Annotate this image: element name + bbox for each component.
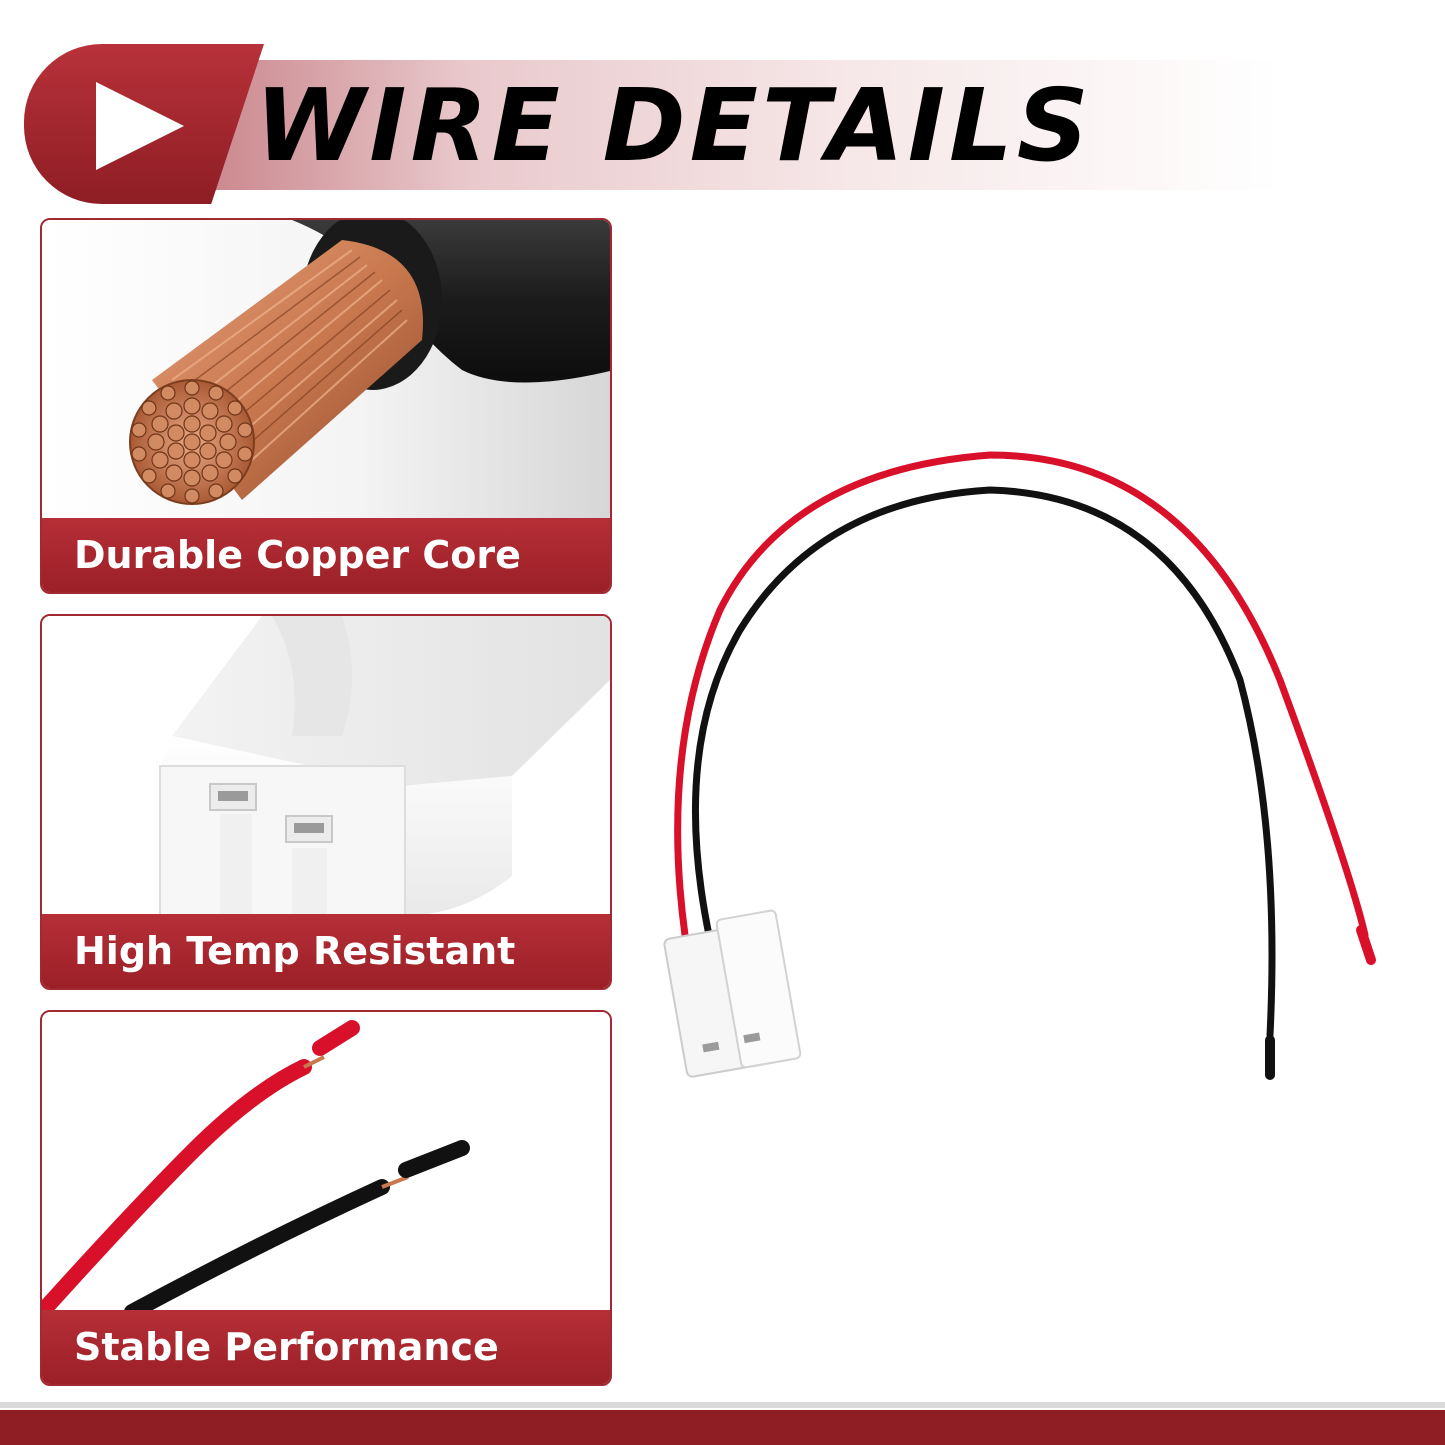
feature-card-performance: Stable Performance: [40, 1010, 612, 1386]
feature-caption: Stable Performance: [42, 1310, 610, 1384]
page-title: WIRE DETAILS: [255, 67, 1093, 184]
play-icon: [96, 82, 184, 170]
header-banner: WIRE DETAILS: [0, 0, 1445, 215]
feature-caption: High Temp Resistant: [42, 914, 610, 988]
wire-harness-icon: [663, 451, 1376, 1080]
feature-card-copper: Durable Copper Core: [40, 218, 612, 594]
feature-card-heat: High Temp Resistant: [40, 614, 612, 990]
connector-icon: [42, 616, 610, 916]
feature-caption: Durable Copper Core: [42, 518, 610, 592]
footer-bar: [0, 1410, 1445, 1445]
footer-divider: [0, 1402, 1445, 1408]
wire-ends-icon: [42, 1012, 610, 1312]
copper-core-icon: [42, 220, 610, 520]
header-band: [200, 60, 1280, 190]
